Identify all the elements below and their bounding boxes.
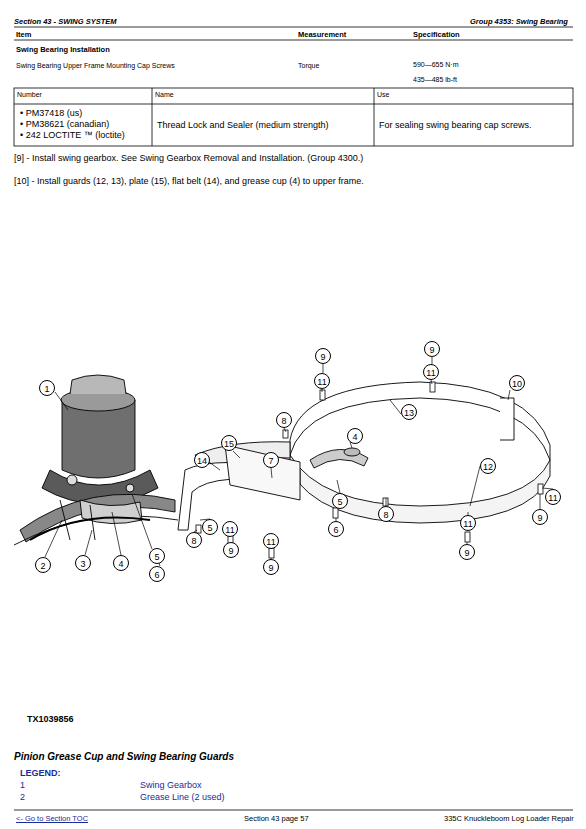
body-text: Thread Lock and Sealer (medium strength) — [157, 120, 329, 130]
body-text: • 242 LOCTITE ™ (loctite) — [20, 130, 125, 140]
callout-number: 11 — [314, 373, 330, 389]
callout-number: 8 — [186, 532, 202, 548]
callout-number: 6 — [149, 566, 165, 582]
callout-number: 11 — [423, 364, 439, 380]
body-text: Use — [377, 91, 389, 98]
callout-number: 4 — [347, 428, 363, 444]
callout-number: 3 — [75, 555, 91, 571]
label-text: Measurement — [298, 30, 346, 39]
callout-number: 5 — [149, 548, 165, 564]
label-text: 2 — [20, 792, 25, 802]
callout-number: 9 — [532, 509, 548, 525]
label-text: Item — [16, 30, 31, 39]
callout-number: 13 — [401, 404, 417, 420]
figure-caption: Pinion Grease Cup and Swing Bearing Guar… — [14, 751, 234, 762]
label-text: Grease Line (2 used) — [140, 792, 225, 802]
callout-number: 11 — [545, 489, 561, 505]
label-text: <- Go to Section TOC — [16, 814, 88, 823]
body-text: 435—485 lb-ft — [413, 76, 457, 83]
callout-number: 12 — [480, 458, 496, 474]
callout-number: 6 — [328, 521, 344, 537]
callout-number: 10 — [509, 375, 525, 391]
label-text: 335C Knuckleboom Log Loader Repair — [444, 814, 574, 823]
label-text: Swing Gearbox — [140, 780, 202, 790]
body-text: Swing Bearing Upper Frame Mounting Cap S… — [16, 62, 175, 69]
label-text: Swing Bearing Installation — [16, 45, 110, 54]
body-text: 590—655 N·m — [413, 61, 459, 68]
callout-number: 11 — [222, 521, 238, 537]
label-text: 1 — [20, 780, 25, 790]
callout-number: 9 — [459, 544, 475, 560]
label-text: TX1039856 — [27, 714, 74, 724]
label-text: Group 4353: Swing Bearing — [470, 17, 568, 26]
callout-number: 2 — [35, 557, 51, 573]
body-text: [9] - Install swing gearbox. See Swing G… — [14, 153, 363, 163]
callout-number: 11 — [460, 515, 476, 531]
callout-number: 11 — [263, 533, 279, 549]
callout-number: 5 — [332, 493, 348, 509]
callout-number: 8 — [378, 506, 394, 522]
callout-number: 5 — [202, 519, 218, 535]
label-text: LEGEND: — [20, 768, 61, 778]
callout-number: 9 — [424, 341, 440, 357]
body-text: For sealing swing bearing cap screws. — [379, 120, 532, 130]
label-text: Section 43 page 57 — [244, 814, 309, 823]
callout-number: 14 — [194, 452, 210, 468]
body-text: • PM37418 (us) — [20, 108, 82, 118]
callout-number: 9 — [315, 348, 331, 364]
callout-number: 15 — [221, 435, 237, 451]
label-text: Specification — [413, 30, 460, 39]
callout-number: 9 — [263, 559, 279, 575]
callout-number: 7 — [263, 452, 279, 468]
label-text: Section 43 - SWING SYSTEM — [14, 17, 117, 26]
body-text: Name — [155, 91, 174, 98]
callout-number: 9 — [223, 542, 239, 558]
body-text: • PM38621 (canadian) — [20, 119, 109, 129]
callout-number: 1 — [39, 380, 55, 396]
body-text: [10] - Install guards (12, 13), plate (1… — [14, 176, 364, 186]
callout-number: 8 — [276, 412, 292, 428]
callout-number: 4 — [113, 555, 129, 571]
body-text: Torque — [298, 62, 319, 69]
body-text: Number — [17, 91, 42, 98]
